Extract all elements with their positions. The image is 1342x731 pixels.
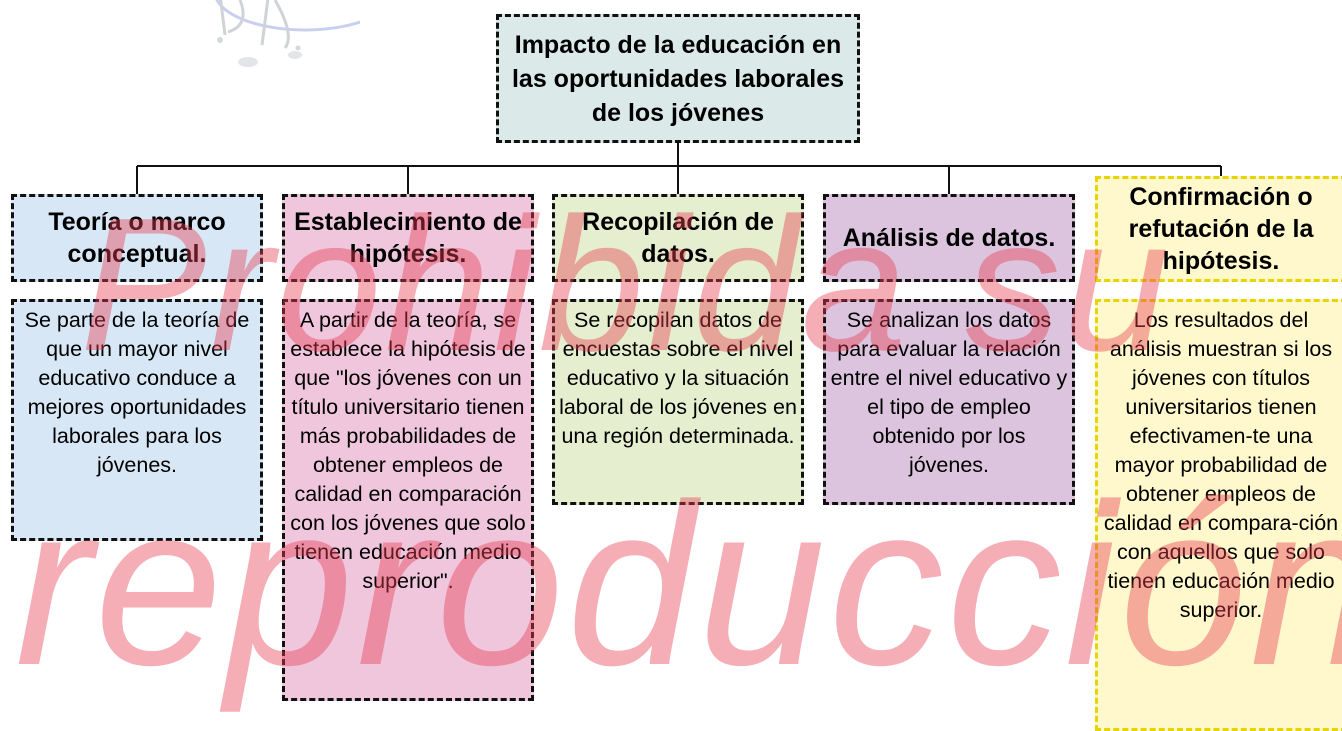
step-heading-4: Análisis de datos.: [823, 194, 1075, 282]
step-heading-2: Establecimiento de hipótesis.: [282, 194, 534, 282]
step-heading-3: Recopilación de datos.: [552, 194, 804, 282]
title-text: Impacto de la educación en las oportunid…: [511, 30, 845, 127]
step-heading-text-2: Establecimiento de hipótesis.: [294, 208, 522, 268]
step-body-text-3: Se recopilan datos de encuestas sobre el…: [559, 308, 797, 448]
step-body-text-2: A partir de la teoría, se establece la h…: [290, 308, 526, 593]
step-heading-5: Confirmación o refutación de la hipótesi…: [1095, 176, 1342, 282]
step-body-text-5: Los resultados del análisis muestran si …: [1103, 308, 1339, 622]
step-heading-text-4: Análisis de datos.: [842, 224, 1056, 252]
step-body-2: A partir de la teoría, se establece la h…: [282, 299, 534, 701]
step-body-1: Se parte de la teoría de que un mayor ni…: [11, 299, 263, 541]
step-heading-text-1: Teoría o marco conceptual.: [48, 208, 226, 268]
step-body-text-4: Se analizan los datos para evaluar la re…: [830, 308, 1068, 477]
step-body-5: Los resultados del análisis muestran si …: [1095, 299, 1342, 731]
step-heading-text-5: Confirmación o refutación de la hipótesi…: [1128, 183, 1314, 275]
step-body-3: Se recopilan datos de encuestas sobre el…: [552, 299, 804, 505]
title-box: Impacto de la educación en las oportunid…: [496, 14, 860, 143]
mascot-illustration: [215, 0, 360, 67]
step-body-4: Se analizan los datos para evaluar la re…: [823, 299, 1075, 505]
step-heading-1: Teoría o marco conceptual.: [11, 194, 263, 282]
step-heading-text-3: Recopilación de datos.: [582, 208, 774, 268]
step-body-text-1: Se parte de la teoría de que un mayor ni…: [24, 308, 250, 477]
